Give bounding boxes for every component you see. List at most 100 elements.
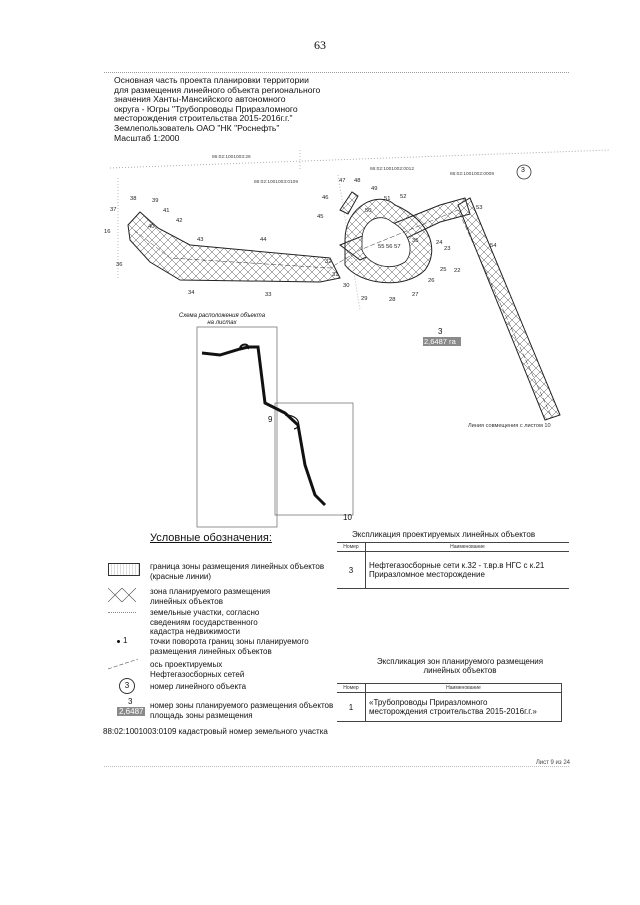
point-label: 31 bbox=[332, 272, 339, 278]
legend-symbol-object: 3 bbox=[119, 678, 135, 694]
point-label: 44 bbox=[260, 237, 267, 243]
legend-symbol-axis bbox=[108, 658, 138, 670]
frame-top-line bbox=[104, 72, 569, 73]
scheme-caption: Схема расположения объекта на листах bbox=[177, 313, 267, 327]
legend-zone-area: 2,6487 bbox=[117, 707, 146, 716]
sheet-footer: Лист 9 из 24 bbox=[535, 760, 570, 766]
match-line-label: Линия совмещения с листом 10 bbox=[468, 423, 551, 429]
point-label: 41 bbox=[163, 208, 170, 214]
col-name-header: Наименование bbox=[365, 683, 562, 693]
point-label: 28 bbox=[389, 297, 396, 303]
scheme-caption-line: на листах bbox=[207, 320, 237, 326]
point-label: 43 bbox=[197, 237, 204, 243]
legend-zone-number: 3 bbox=[128, 697, 133, 706]
point-label: 33 bbox=[265, 292, 272, 298]
point-label: 30 bbox=[343, 283, 350, 289]
point-label: 34 bbox=[188, 290, 195, 296]
legend-symbol-zone bbox=[108, 588, 137, 602]
zone-area: 2,6487 га bbox=[424, 337, 456, 346]
header-line: значения Ханты-Мансийского автономного bbox=[114, 94, 286, 105]
sheet-9-frame bbox=[196, 326, 278, 528]
legend-point-number: 1 bbox=[123, 636, 128, 645]
point-label: 27 bbox=[412, 292, 419, 298]
point-label: 52 bbox=[400, 194, 407, 200]
document-header: Основная часть проекта планировки террит… bbox=[114, 75, 374, 143]
planning-zone-stub bbox=[339, 191, 359, 215]
page-number: 63 bbox=[314, 38, 326, 52]
point-label: 38 bbox=[130, 196, 137, 202]
point-label: 50 bbox=[365, 208, 372, 214]
col-number-header: Номер bbox=[337, 683, 366, 693]
legend-item: номер зоны планируемого размещения объек… bbox=[150, 701, 334, 720]
point-label: 36 bbox=[116, 262, 123, 268]
header-line: для размещения линейного объекта региона… bbox=[114, 84, 321, 95]
point-label: 40 bbox=[148, 224, 155, 230]
header-line: Основная часть проекта планировки террит… bbox=[114, 75, 309, 85]
object-number-circle bbox=[516, 164, 532, 180]
table-header-row: Номер Наименование bbox=[337, 683, 562, 693]
row-name-line: Нефтегазосборные сети к.32 - т.вр.в НГС … bbox=[369, 561, 545, 570]
legend-symbol-point bbox=[117, 640, 120, 643]
table2-title: Экспликация зон планируемого размещения … bbox=[360, 657, 560, 675]
row-name-line: месторождения строительства 2015-2016г.г… bbox=[369, 707, 537, 716]
col-name-header: Наименование bbox=[365, 542, 569, 552]
legend-item: зона планируемого размещения линейных об… bbox=[150, 587, 271, 606]
point-label: 54 bbox=[490, 243, 497, 249]
table1: Номер Наименование 3 Нефтегазосборные се… bbox=[337, 542, 569, 589]
point-label: 46 bbox=[322, 195, 329, 201]
planning-map bbox=[109, 149, 611, 421]
cadastral-label: 86:02:1001003:26 bbox=[212, 155, 251, 160]
legend-symbol-boundary bbox=[108, 563, 140, 576]
point-label-inner: 55 56 57 bbox=[378, 244, 401, 250]
planning-zone-west bbox=[127, 211, 341, 283]
point-label: 29 bbox=[361, 296, 368, 302]
legend-item: номер линейного объекта bbox=[150, 682, 247, 691]
point-label: 37 bbox=[110, 207, 117, 213]
scheme-loop bbox=[239, 343, 250, 350]
row-name-line: Приразломное месторождение bbox=[369, 570, 485, 579]
point-label: 45 bbox=[317, 214, 324, 220]
point-label: 48 bbox=[354, 178, 361, 184]
point-label: 32 bbox=[325, 259, 332, 265]
scheme-caption-line: Схема расположения объекта bbox=[178, 313, 266, 319]
scheme-curve bbox=[284, 414, 300, 430]
header-line: Землепользователь ОАО "НК "Роснефть" bbox=[114, 122, 280, 133]
header-line: Масштаб 1:2000 bbox=[114, 132, 180, 143]
row-number: 3 bbox=[337, 551, 366, 589]
legend-symbol-parcel bbox=[108, 612, 136, 613]
scheme-route bbox=[201, 345, 327, 507]
legend-item: земельные участки, согласно сведениям го… bbox=[150, 608, 260, 636]
point-label: 23 bbox=[444, 246, 451, 252]
zone-number: 3 bbox=[438, 327, 443, 336]
legend-item: граница зоны размещения линейных объекто… bbox=[150, 562, 325, 581]
cadastral-label: 86:02:1001003:0109 bbox=[254, 180, 299, 185]
legend-cadastral-example: 88:02:1001003:0109 кадастровый номер зем… bbox=[103, 727, 328, 736]
table2: Номер Наименование 1 «Трубопроводы Прира… bbox=[337, 683, 562, 722]
point-label: 51 bbox=[384, 196, 391, 202]
sheet-10-frame bbox=[274, 402, 354, 516]
object-number: 3 bbox=[521, 167, 525, 174]
header-line: округа - Югры "Трубопроводы Приразломног… bbox=[114, 103, 298, 114]
parcel-boundary bbox=[109, 149, 611, 169]
col-number-header: Номер bbox=[337, 542, 366, 552]
point-label: 39 bbox=[152, 198, 159, 204]
sheet-10-label: 10 bbox=[343, 513, 352, 522]
table-row: 3 Нефтегазосборные сети к.32 - т.вр.в НГ… bbox=[337, 551, 569, 589]
point-label: 42 bbox=[176, 218, 183, 224]
row-name: «Трубопроводы Приразломного месторождени… bbox=[365, 692, 562, 722]
row-name-line: «Трубопроводы Приразломного bbox=[369, 698, 488, 707]
table2-title-line: линейных объектов bbox=[423, 666, 497, 675]
point-label: 53 bbox=[476, 205, 483, 211]
zone-area-box bbox=[423, 337, 461, 346]
planning-zone-loop-inner bbox=[361, 217, 411, 267]
scheme-overview bbox=[196, 326, 354, 528]
table-header-row: Номер Наименование bbox=[337, 542, 569, 552]
pipeline-axis bbox=[133, 209, 553, 419]
point-label: 49 bbox=[371, 186, 378, 192]
legend-item: точки поворота границ зоны планируемого … bbox=[150, 637, 309, 656]
point-label: 22 bbox=[454, 268, 461, 274]
point-label: 47 bbox=[339, 178, 346, 184]
point-label: 26 bbox=[428, 278, 435, 284]
row-number: 1 bbox=[337, 692, 366, 722]
table-row: 1 «Трубопроводы Приразломного месторожде… bbox=[337, 692, 562, 722]
